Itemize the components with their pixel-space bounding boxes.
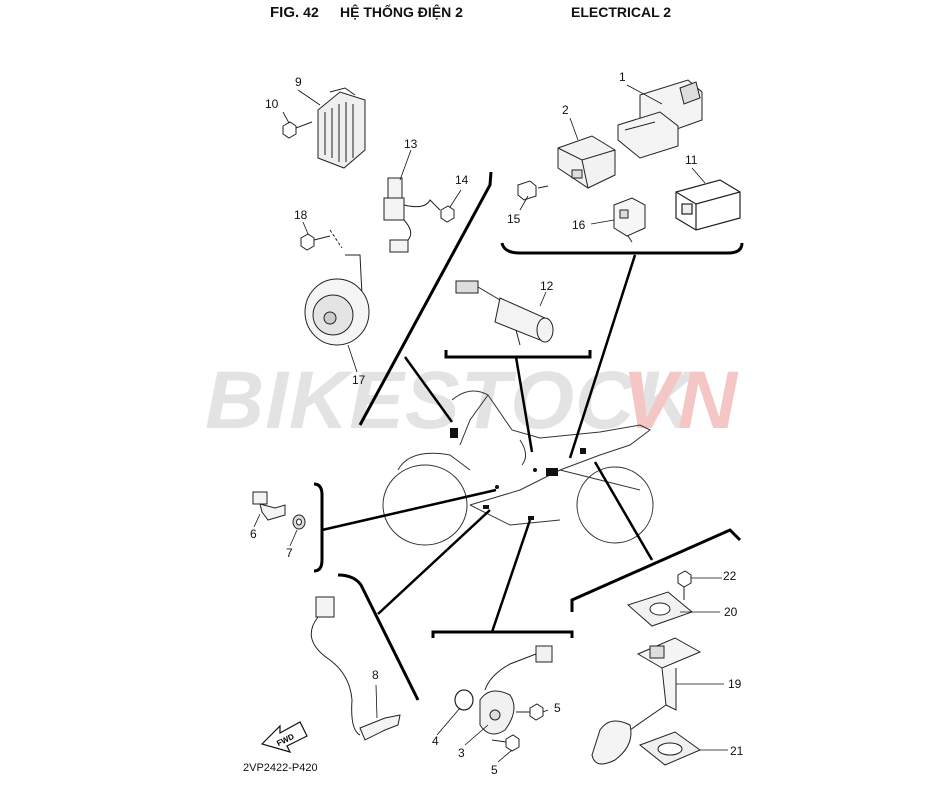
leader-o2-sensor [377,509,491,615]
sensor-13 [383,177,441,253]
leader-upper-left [403,356,454,423]
callout-19: 19 [728,677,742,691]
fuel-sender-19 [591,637,702,765]
motorcycle-outline [382,390,654,546]
leader-fuel-sender [593,461,654,561]
bolt-18 [300,233,331,251]
callout-15: 15 [507,212,521,226]
washer-7 [292,514,306,530]
callout-22: 22 [723,569,737,583]
bracket-center-sensor [431,630,574,638]
sensor-6 [252,491,286,521]
fuse [517,180,549,201]
group-brackets [313,171,744,701]
starter-relay [617,79,703,159]
callout-8: 8 [372,668,379,682]
callout-5b: 5 [491,763,498,777]
diagram-code: 2VP2422-P420 [243,762,318,774]
relay-assembly [557,135,616,189]
callout-4: 4 [432,734,439,748]
leader-center-sensor [490,519,532,633]
callout-12: 12 [540,279,554,293]
callout-9: 9 [295,75,302,89]
bolt-22 [677,570,692,600]
bracket-relays [500,242,744,255]
coupler [675,179,741,231]
callout-14: 14 [455,173,469,187]
fuel-sender-gasket-21 [638,731,702,766]
callout-17: 17 [352,373,366,387]
watermark: BIKESTOCK VN [205,355,739,446]
callout-numbers: 1 2 3 4 5 5 6 7 8 9 10 11 12 13 14 15 16… [250,70,744,777]
callout-2: 2 [562,103,569,117]
callout-16: 16 [572,218,586,232]
bolt-5a [516,703,544,721]
bracket-condenser [444,350,592,359]
watermark-text-2: VN [622,355,739,446]
leader-relays [568,254,637,459]
callout-10: 10 [265,97,279,111]
rectifier-regulator [317,87,366,169]
title-vietnamese: HỆ THỐNG ĐIỆN 2 [340,4,463,20]
o2-sensor [310,596,401,741]
sensor-3 [479,645,553,735]
callout-leaders [253,84,728,763]
bracket-o2-sensor [337,573,420,701]
callout-20: 20 [724,605,738,619]
figure-label: FIG.42 [270,4,319,21]
leader-condenser [514,356,534,453]
bolt-5b [491,734,520,752]
condenser [455,280,554,346]
callout-1: 1 [619,70,626,84]
bolt-14 [440,205,455,223]
bracket-left-sensor [313,482,324,573]
callout-13: 13 [404,137,418,151]
horn [304,229,370,346]
callout-5a: 5 [554,701,561,715]
o-ring-4 [454,689,474,711]
callout-6: 6 [250,527,257,541]
forward-arrow: FWD [260,721,308,753]
bolt-10 [282,121,313,139]
callout-11: 11 [685,153,698,167]
callout-21: 21 [730,744,744,758]
mount-points [450,428,586,520]
callout-7: 7 [286,546,293,560]
leader-left-sensor [321,488,497,532]
bracket-upper-left [358,171,493,426]
callout-18: 18 [294,208,308,222]
bracket-fuel-sender [570,528,742,612]
title-english: ELECTRICAL 2 [571,4,672,20]
fig-prefix: FIG. [270,4,300,21]
fuel-sender-gasket-20 [627,591,693,627]
fig-number: 42 [303,4,319,20]
fuse-box [613,197,646,243]
callout-3: 3 [458,746,465,760]
